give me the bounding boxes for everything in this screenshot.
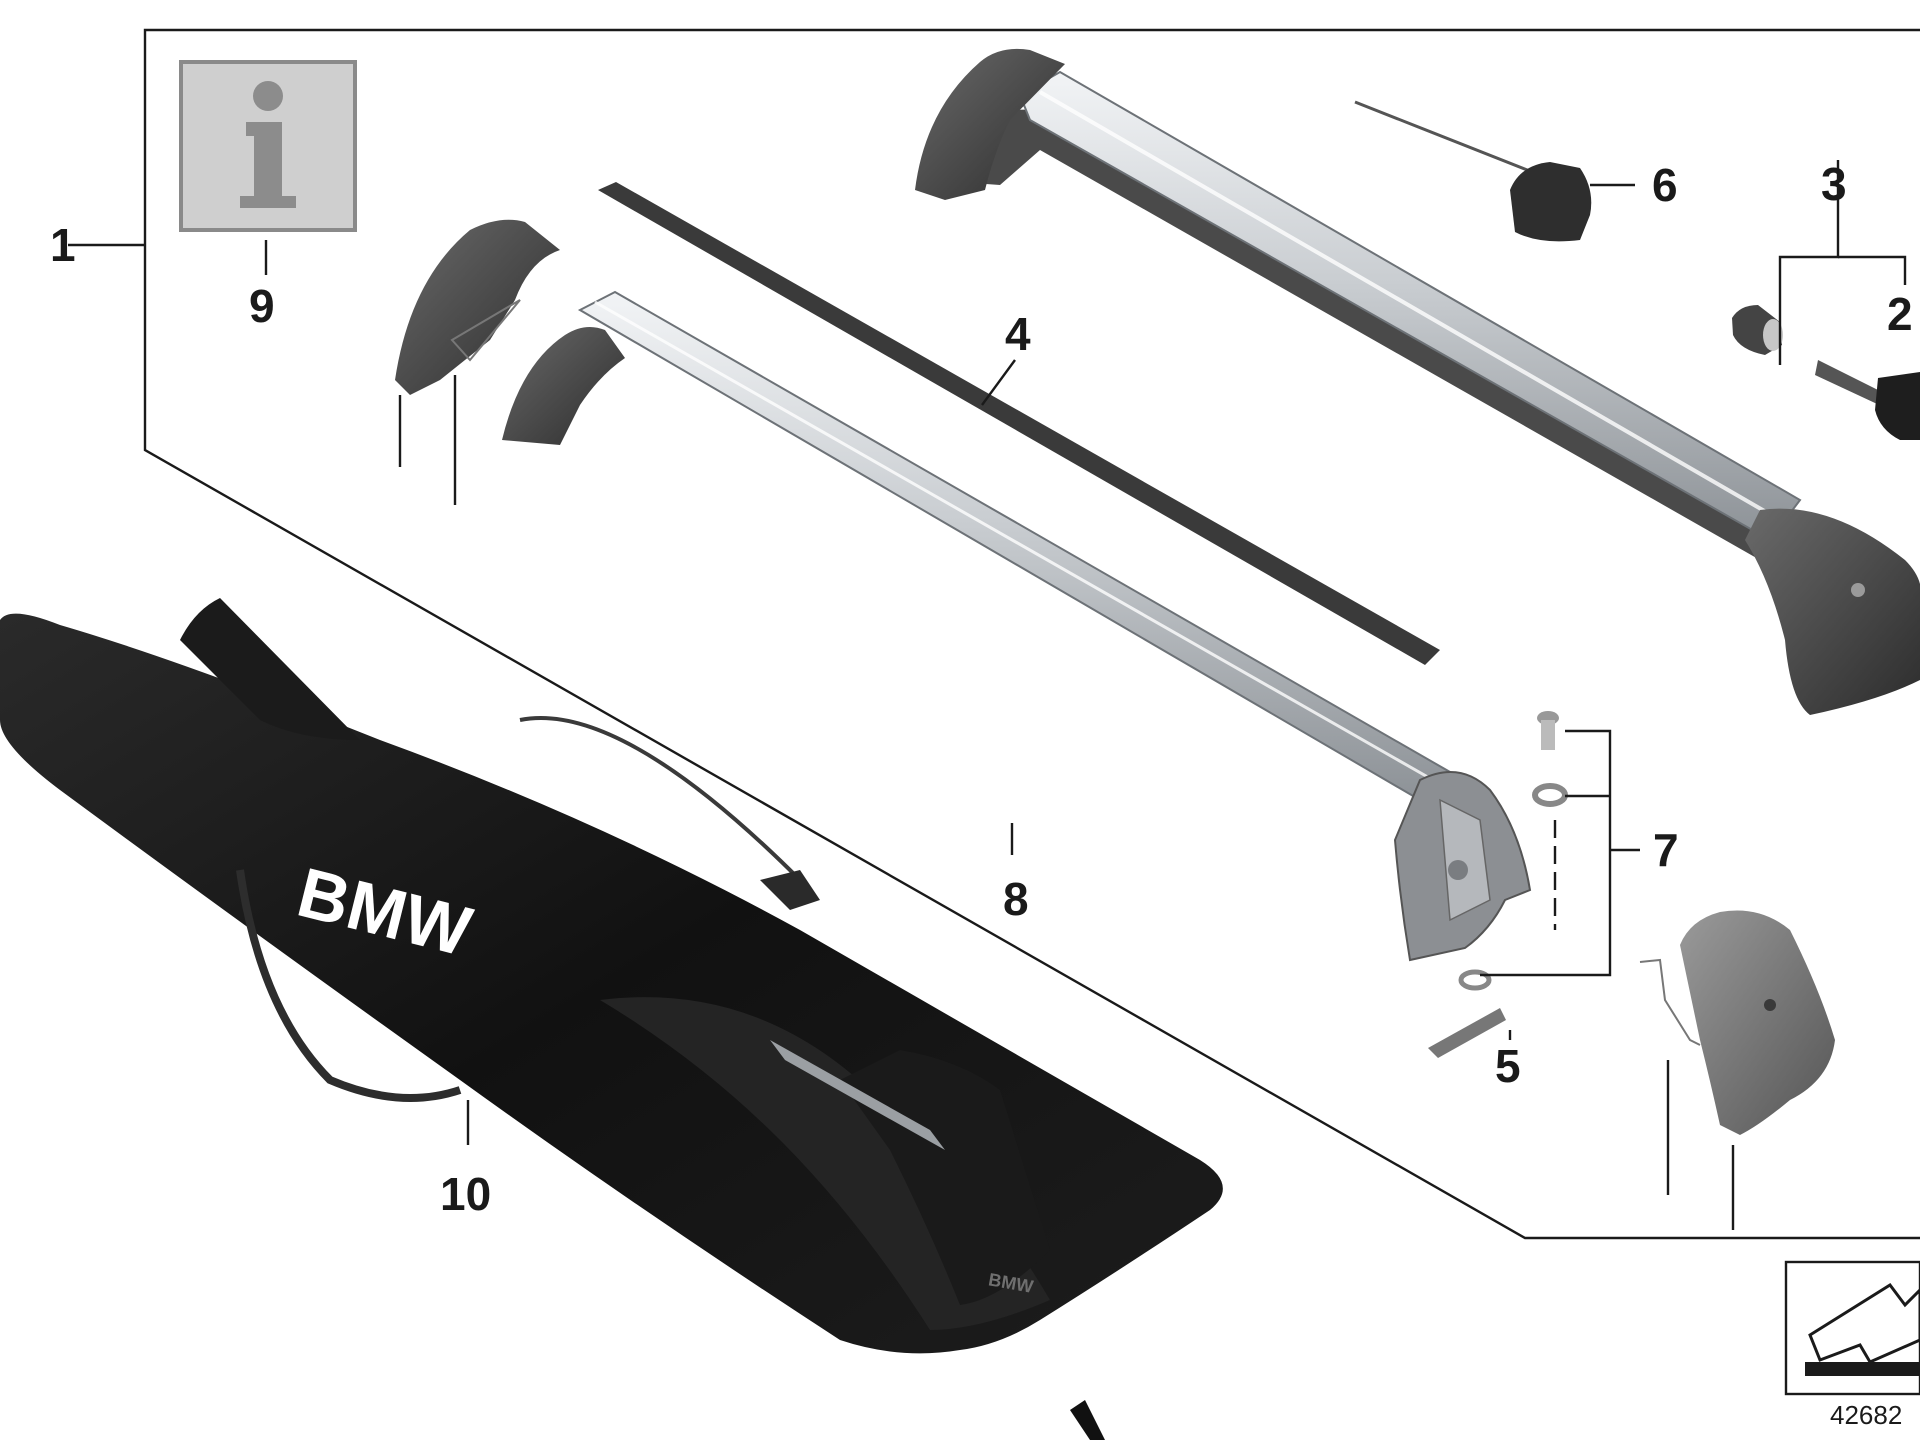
orientation-arrow-icon [1784,1260,1920,1396]
info-box [179,60,357,275]
rear-roof-bar [915,48,1920,715]
rubber-strip [598,182,1440,665]
key [1354,100,1592,242]
front-roof-bar [502,290,1532,962]
reference-code: 42682 [1830,1400,1902,1430]
end-cap-left [395,219,560,395]
callout-9: 9 [249,280,275,332]
callout-2: 2 [1887,288,1913,340]
callout-1: 1 [50,219,76,271]
clamp-plate [1428,1008,1506,1058]
roof-bag [0,598,1223,1440]
lock-key [1815,360,1920,440]
callout-8: 8 [1003,873,1029,925]
callout-10: 10 [440,1168,491,1220]
callout-4: 4 [1005,308,1031,360]
callout-5: 5 [1495,1040,1521,1092]
callout-3: 3 [1821,158,1847,210]
callout-6: 6 [1652,159,1678,211]
leader-lines [398,160,1907,1230]
mounting-bolt [1537,711,1559,750]
info-icon [240,81,296,208]
kit-frame [68,28,1920,1240]
lock-cylinder [1732,305,1783,355]
end-cap-right [1639,910,1835,1135]
callout-7: 7 [1653,824,1679,876]
